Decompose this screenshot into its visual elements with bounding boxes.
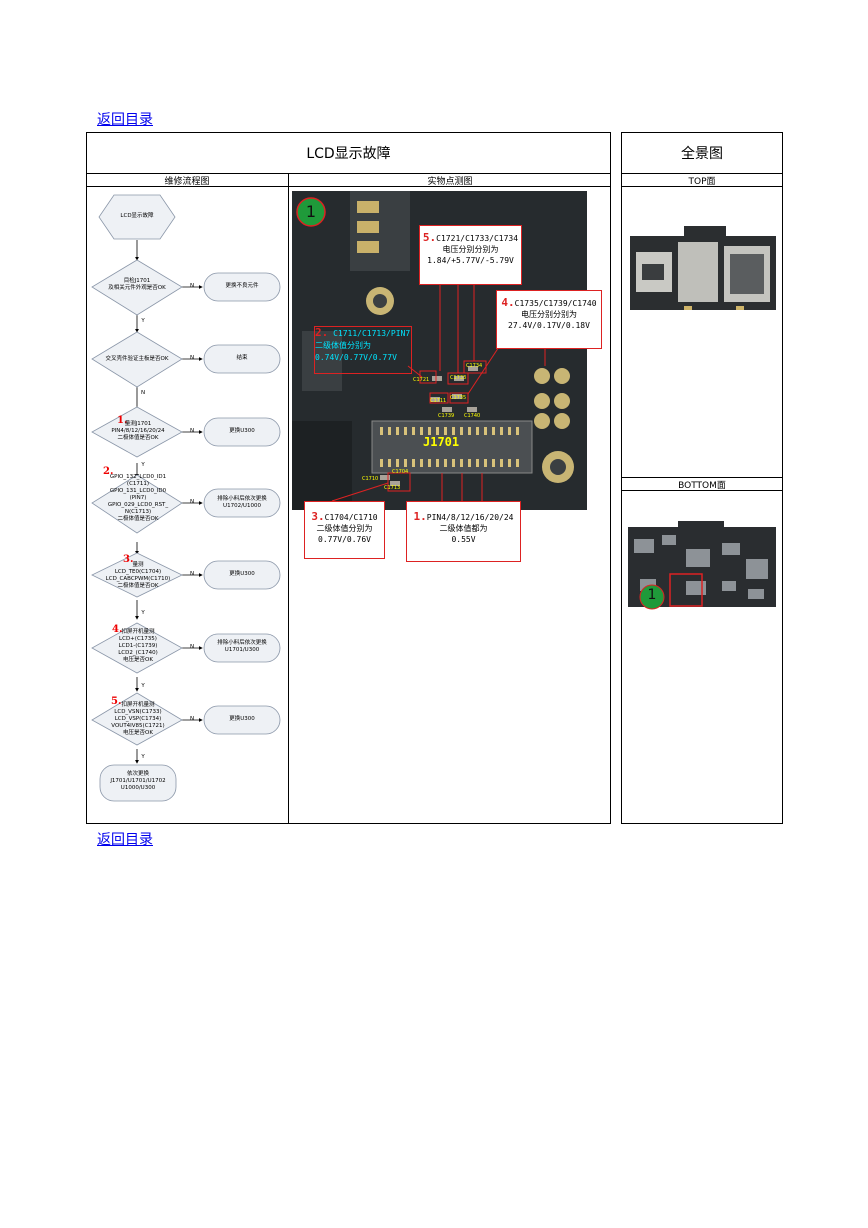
component-label: C1740 (464, 413, 481, 419)
callout-1-line2: 二级体值都为 (439, 524, 488, 533)
callout-1: 1.PIN4/8/12/16/20/24 二级体值都为 0.55V (406, 501, 521, 562)
flow-action-3: 更换U300 (229, 428, 255, 434)
panorama-panel (621, 132, 783, 824)
callout-3-number: 3. (311, 510, 325, 523)
callout-3: 3.C1704/C1710 二级体值分别为 0.77V/0.76V (304, 501, 385, 559)
no-label: N (189, 283, 195, 289)
flow-action-6: 排除小料后依次更换 U1701/U300 (217, 640, 267, 653)
no-label: N (189, 428, 195, 434)
callout-4-number: 4. (501, 296, 515, 309)
bottom-location-marker: 1 (647, 587, 657, 603)
divider (621, 186, 783, 187)
location-marker: 1 (305, 202, 317, 221)
callout-1-number: 1. (413, 510, 427, 523)
no-label: N (189, 571, 195, 577)
flow-decision-1: 目检J1701 及相关元件外观是否OK (108, 278, 166, 291)
top-side-board-image (630, 226, 776, 310)
yes-label: Y (141, 754, 145, 760)
callout-5-number: 5. (422, 231, 437, 244)
component-label: C1739 (438, 413, 455, 419)
divider (621, 477, 783, 478)
panorama-title: 全景图 (681, 145, 723, 162)
flow-decision-2: 交叉壳件验证主板是否OK (105, 356, 169, 362)
top-side-header: TOP面 (688, 176, 716, 187)
yes-label: Y (141, 318, 145, 324)
flow-action-4: 排除小料后依次更换 U1702/U1000 (217, 496, 267, 509)
flow-decision-7: 扣屏开机量测 LCD_VSN(C1733) LCD_VSP(C1734) VOU… (111, 702, 165, 736)
callout-3-line1: C1704/C1710 (324, 513, 378, 522)
step-number-4: 4. (112, 624, 123, 635)
component-label: C1710 (362, 476, 379, 482)
yes-label: Y (141, 610, 145, 616)
component-label: C1721 (413, 377, 430, 383)
callout-5-line3: 1.84/+5.77V/-5.79V (427, 256, 514, 265)
component-label: C1713 (384, 485, 401, 491)
divider (86, 173, 611, 174)
flowchart-connectors (91, 194, 281, 802)
component-label: C1711 (430, 398, 447, 404)
divider (621, 490, 783, 491)
back-to-contents-link-top[interactable]: 返回目录 (97, 112, 153, 128)
callout-1-line3: 0.55V (451, 535, 476, 544)
callout-4-line2: 电压分别分别为 (521, 310, 577, 319)
flow-decision-6: 扣屏开机量测 LCD+(C1735) LCD1-(C1739) LCD2_(C1… (118, 629, 158, 663)
flow-action-7: 更换U300 (229, 716, 255, 722)
back-to-contents-link-bottom[interactable]: 返回目录 (97, 832, 153, 848)
flow-start-node: LCD显示故障 (120, 213, 154, 219)
callout-3-line3: 0.77V/0.76V (318, 535, 371, 544)
yes-label: N (140, 390, 146, 396)
no-label: N (189, 644, 195, 650)
flowchart-header: 维修流程图 (164, 176, 210, 187)
yes-label: Y (141, 683, 145, 689)
step-number-5: 5. (111, 696, 122, 707)
step-number-2: 2. (103, 466, 114, 477)
no-label: N (189, 499, 195, 505)
callout-4: 4.C1735/C1739/C1740 电压分别分别为 27.4V/0.17V/… (496, 290, 602, 349)
no-label: N (189, 355, 195, 361)
callout-4-line1: C1735/C1739/C1740 (514, 299, 597, 308)
callout-2-line2: 二级体值分别为 (315, 341, 371, 350)
main-title: LCD显示故障 (306, 145, 391, 162)
callout-5: 5.C1721/C1733/C1734 电压分别分别为 1.84/+5.77V/… (419, 225, 522, 285)
measurement-header: 实物点测图 (427, 176, 473, 187)
main-panel (86, 132, 611, 824)
callout-2-number: 2. (315, 326, 329, 339)
callout-2-line3: 0.74V/0.77V/0.77V (315, 353, 397, 362)
step-number-1: 1. (117, 415, 128, 426)
callout-5-line1: C1721/C1733/C1734 (436, 234, 519, 243)
flow-decision-3: 量测J1701 PIN4/8/12/16/20/24 二极体值是否OK (111, 421, 165, 441)
callout-4-line3: 27.4V/0.17V/0.18V (508, 321, 590, 330)
no-label: N (189, 716, 195, 722)
callout-2-line1: C1711/C1713/PIN7 (333, 329, 411, 338)
flow-action-2: 结束 (236, 355, 248, 361)
component-label: C1704 (392, 469, 409, 475)
connector-label: J1701 (423, 435, 460, 449)
component-label: C1734 (466, 363, 483, 369)
callout-5-line2: 电压分别分别为 (442, 245, 499, 254)
step-number-3: 3. (123, 554, 134, 565)
flow-end-node: 依次更换 J1701/U1701/U1702 U1000/U300 (110, 771, 166, 791)
yes-label: Y (141, 462, 145, 468)
callout-3-line2: 二级体值分别为 (316, 524, 373, 533)
flow-action-5: 更换U300 (229, 571, 255, 577)
bottom-side-board-image (628, 521, 776, 610)
flow-decision-5: 量测 LCD_TE0(C1704) LCD_CABCPWM(C1710) 二极体… (105, 562, 171, 589)
flow-decision-4: GPIO_132_LCD0_ID1 (C1711) GPIO_131_LCD0_… (107, 474, 169, 522)
divider (288, 173, 289, 824)
divider (621, 173, 783, 174)
flow-action-1: 更换不良元件 (225, 283, 259, 289)
divider (86, 186, 611, 187)
component-label: C1735 (450, 395, 467, 401)
bottom-side-header: BOTTOM面 (678, 480, 726, 491)
component-label: C1733 (450, 375, 467, 381)
callout-2: 2. C1711/C1713/PIN7 二级体值分别为 0.74V/0.77V/… (314, 326, 412, 374)
callout-1-line1: PIN4/8/12/16/20/24 (426, 513, 514, 522)
